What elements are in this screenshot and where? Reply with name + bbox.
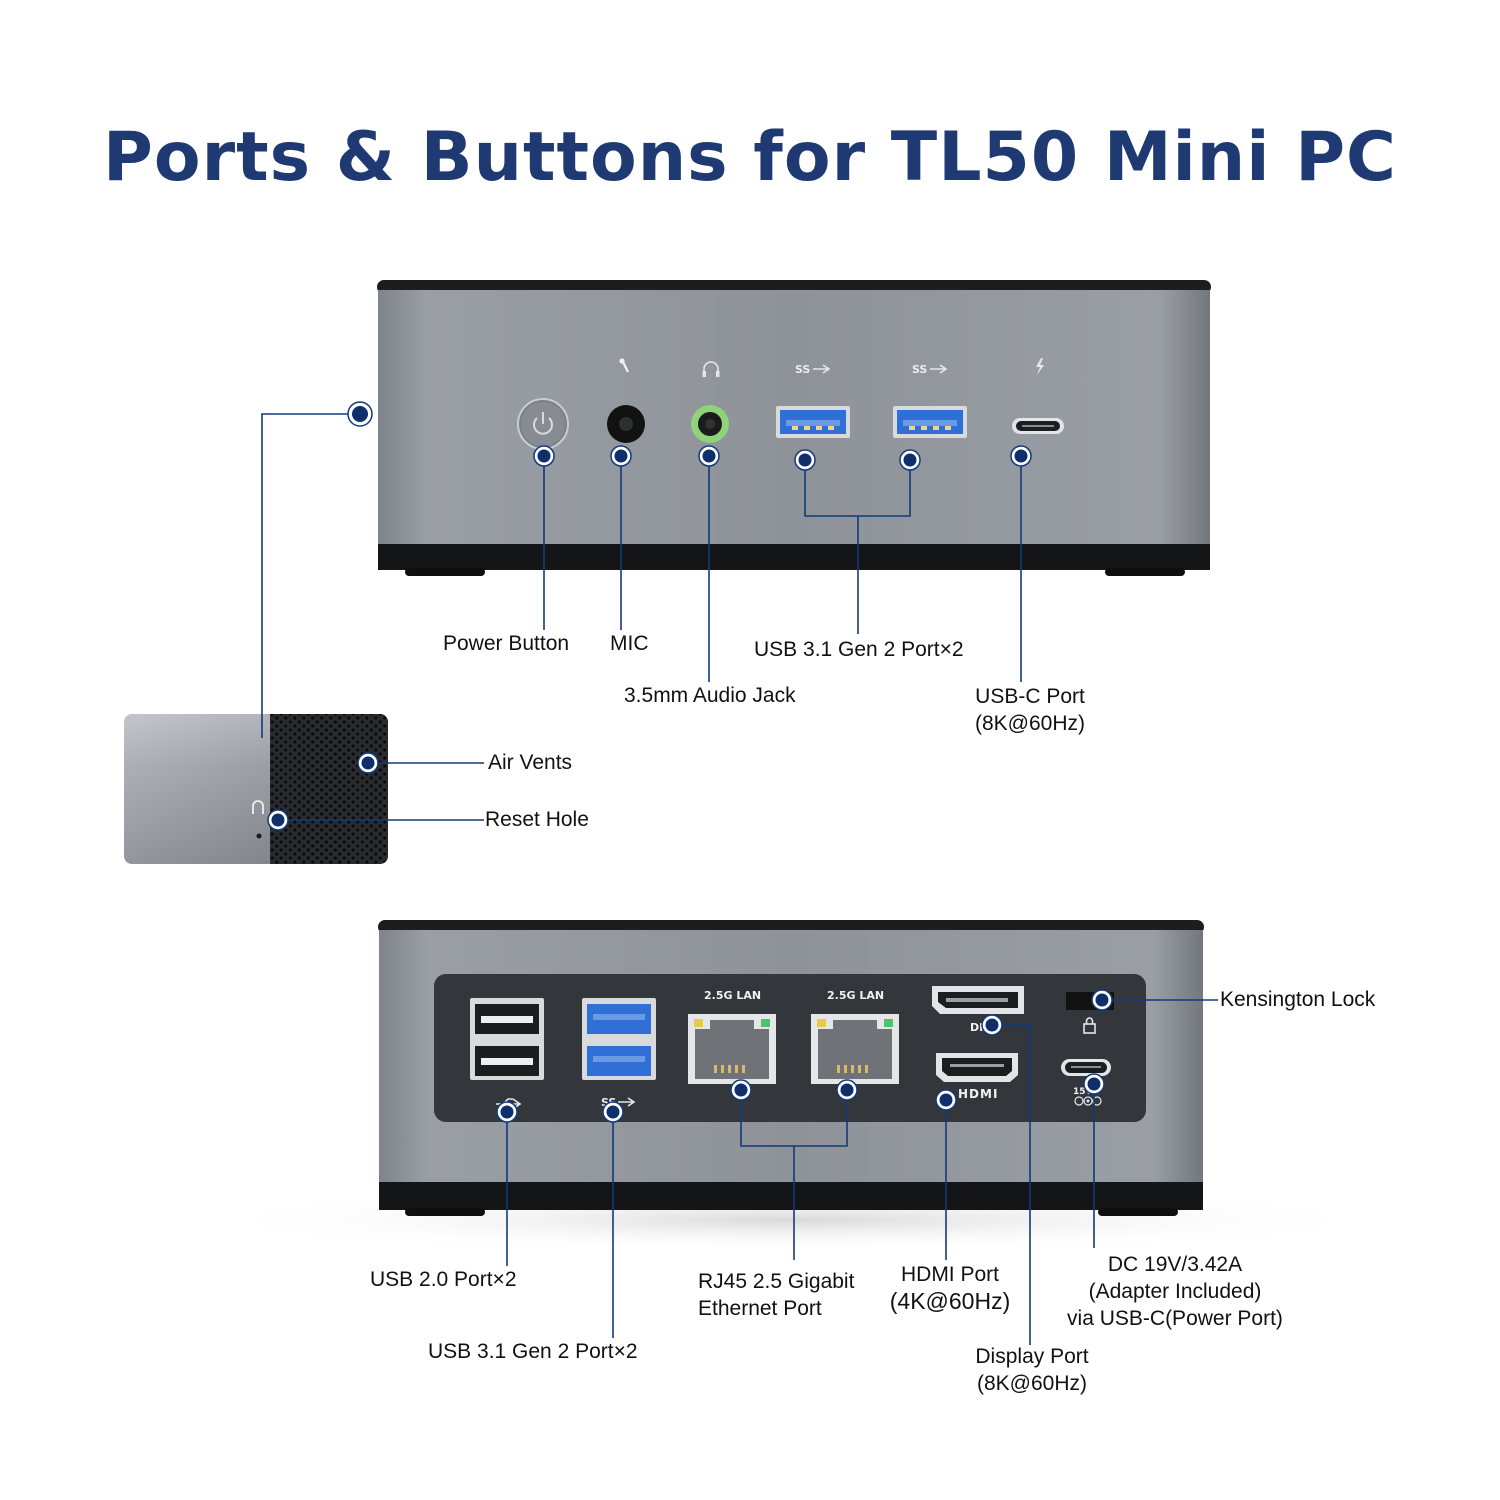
usb-ss-icon: SS — [795, 363, 831, 376]
callout-dot — [935, 1089, 957, 1111]
rj45-label: RJ45 2.5 Gigabit Ethernet Port — [698, 1268, 854, 1322]
power-rating-marking: 15V — [1073, 1087, 1093, 1097]
dc-power-label-line3: via USB-C(Power Port) — [1067, 1307, 1283, 1330]
callout-dot — [794, 449, 816, 471]
mic-jack[interactable] — [607, 405, 645, 443]
lan-1-marking: 2.5G LAN — [704, 989, 761, 1002]
front-view: SS SS — [377, 280, 1211, 576]
audio-jack[interactable] — [691, 405, 729, 443]
rear-foot-right — [1098, 1208, 1178, 1216]
callout-dot — [899, 449, 921, 471]
rear-usb2-stack[interactable] — [470, 998, 544, 1080]
reset-hole-label: Reset Hole — [485, 808, 589, 831]
headphone-icon — [702, 361, 720, 377]
callout-dot — [267, 809, 289, 831]
polarity-icon — [1074, 1096, 1102, 1106]
callout-dot — [1083, 1073, 1105, 1095]
rear-usbc-power-port[interactable] — [1061, 1059, 1111, 1076]
front-usbc-label: USB-C Port (8K@60Hz) — [960, 683, 1100, 737]
hdmi-label: HDMI Port (4K@60Hz) — [880, 1261, 1020, 1315]
front-usbc-port[interactable] — [1012, 418, 1064, 434]
dc-power-label-line2: (Adapter Included) — [1088, 1280, 1262, 1303]
rear-usb31-label: USB 3.1 Gen 2 Port×2 — [428, 1340, 638, 1363]
power-button[interactable] — [517, 398, 569, 450]
power-icon — [533, 412, 553, 435]
rear-usb3-stack[interactable] — [582, 998, 656, 1080]
dc-power-label: DC 19V/3.42A (Adapter Included) via USB-… — [1050, 1251, 1300, 1332]
hdmi-marking: HDMI — [958, 1087, 998, 1101]
dc-power-label-line1: DC 19V/3.42A — [1107, 1253, 1243, 1276]
callout-dots — [267, 401, 1113, 1123]
front-usbc-label-line1: USB-C Port — [975, 685, 1085, 708]
front-foot-left — [405, 568, 485, 576]
mic-label: MIC — [610, 632, 649, 655]
hdmi-label-line2: (4K@60Hz) — [889, 1288, 1011, 1314]
usb-ss-icon: SS — [912, 363, 948, 376]
thunderbolt-icon — [1036, 358, 1044, 375]
front-usb3-port-2[interactable] — [893, 406, 967, 438]
displayport-label-line2: (8K@60Hz) — [976, 1372, 1087, 1395]
usb20-label: USB 2.0 Port×2 — [370, 1268, 517, 1291]
rj45-label-line2: Ethernet Port — [698, 1297, 822, 1320]
displayport-label: Display Port (8K@60Hz) — [962, 1343, 1102, 1397]
air-vents-grille — [270, 714, 388, 864]
lan-2-marking: 2.5G LAN — [827, 989, 884, 1002]
side-shading — [124, 714, 274, 864]
side-detail-view — [124, 714, 388, 864]
callout-dot — [981, 1014, 1003, 1036]
page-title: Ports & Buttons for TL50 Mini PC — [103, 118, 1397, 197]
kensington-label: Kensington Lock — [1220, 988, 1376, 1011]
callout-dot — [357, 752, 379, 774]
callout-dot — [698, 445, 720, 467]
leader-lines — [261, 413, 1218, 1345]
rear-lan-port-1[interactable] — [688, 1014, 776, 1084]
callout-dot — [602, 1101, 624, 1123]
ss-mark-front-2: SS — [912, 363, 927, 376]
power-button-label: Power Button — [443, 632, 570, 655]
rear-lan-port-2[interactable] — [811, 1014, 899, 1084]
hdmi-label-line1: HDMI Port — [900, 1263, 999, 1286]
front-usb31-label: USB 3.1 Gen 2 Port×2 — [754, 638, 964, 661]
rear-view: SS 2.5G LAN 2.5G LAN DP — [378, 920, 1204, 1216]
reset-icon — [252, 800, 264, 814]
front-foot-right — [1105, 568, 1185, 576]
callout-dot — [836, 1079, 858, 1101]
front-usbc-label-line2: (8K@60Hz) — [974, 712, 1085, 735]
reset-hole[interactable] — [256, 833, 262, 839]
ss-mark-front-1: SS — [795, 363, 810, 376]
rj45-label-line1: RJ45 2.5 Gigabit — [698, 1270, 855, 1293]
air-vents-label: Air Vents — [488, 751, 573, 774]
rear-foot-left — [405, 1208, 485, 1216]
lock-icon — [1083, 1017, 1096, 1034]
callout-dot — [347, 401, 373, 427]
callout-dot — [730, 1079, 752, 1101]
callout-dot — [533, 445, 555, 467]
displayport-label-line1: Display Port — [975, 1345, 1089, 1368]
callout-dot — [1010, 445, 1032, 467]
microphone-icon — [619, 358, 630, 373]
callout-dot — [610, 445, 632, 467]
front-base — [378, 544, 1210, 570]
rear-displayport[interactable] — [932, 986, 1024, 1014]
rear-hdmi-port[interactable] — [936, 1053, 1018, 1082]
front-usb3-port-1[interactable] — [776, 406, 850, 438]
audio-jack-label: 3.5mm Audio Jack — [624, 684, 796, 707]
callout-dot — [1091, 989, 1113, 1011]
rear-base — [379, 1182, 1203, 1210]
callout-dot — [496, 1101, 518, 1123]
